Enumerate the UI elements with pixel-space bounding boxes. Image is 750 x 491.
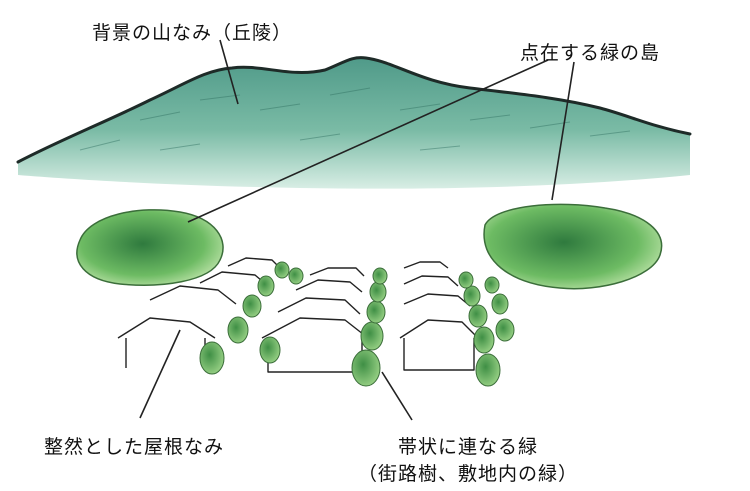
green-island-left [76, 209, 224, 286]
label-green-strip: 帯状に連なる緑 （街路樹、敷地内の緑） [318, 432, 618, 486]
leader-lines [139, 39, 575, 421]
house-roofs [117, 257, 479, 373]
label-green-islands: 点在する緑の島 [520, 42, 661, 64]
background-hills [16, 56, 692, 189]
leader-strip [381, 371, 413, 421]
leader-island-right [551, 61, 575, 201]
label-green-strip-line1: 帯状に連なる緑 [397, 436, 538, 458]
street-trees [199, 261, 515, 387]
leader-roofs [139, 329, 181, 419]
label-roofs: 整然とした屋根なみ [44, 436, 225, 458]
label-green-strip-line2: （街路樹、敷地内の緑） [357, 463, 578, 485]
leader-island-left [187, 59, 549, 223]
label-background-hills: 背景の山なみ（丘陵） [92, 22, 293, 44]
green-island-right [483, 203, 663, 290]
leader-hills [219, 39, 239, 105]
